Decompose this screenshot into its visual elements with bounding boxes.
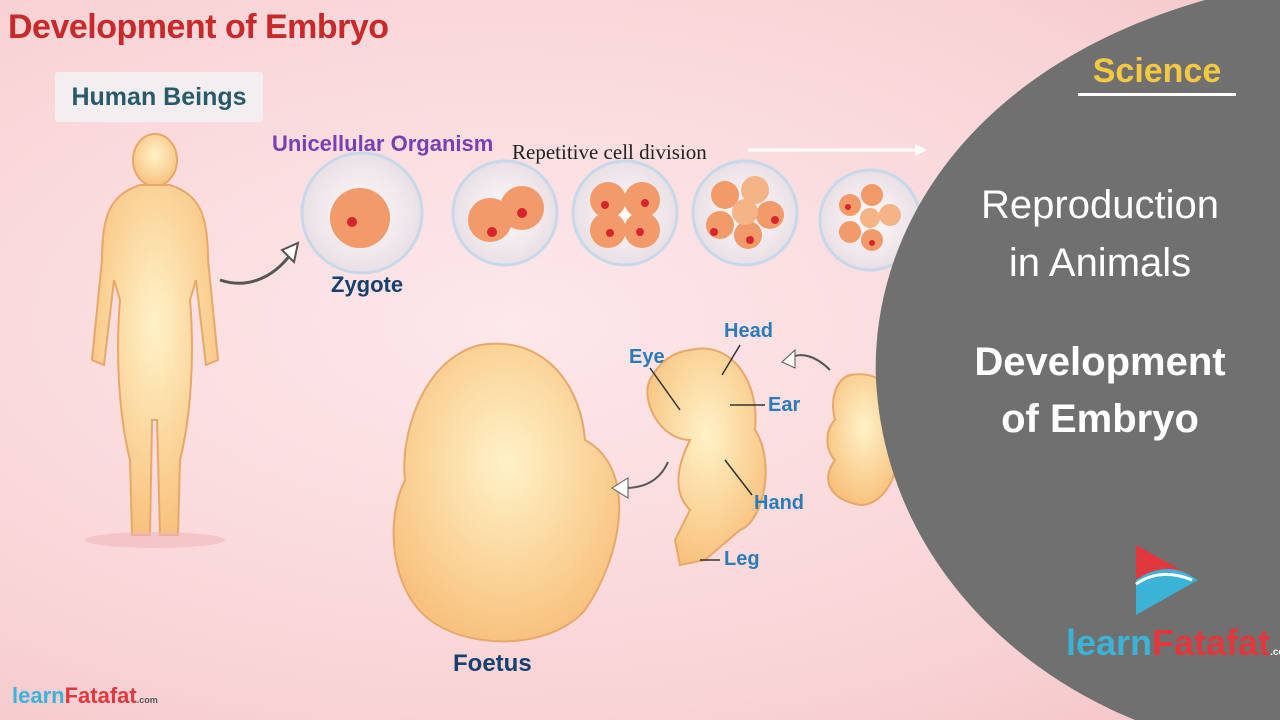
brand-logo: learnFatafat.comTM — [1066, 622, 1280, 664]
eight-cell-stage — [691, 159, 799, 267]
chapter-line1: Reproduction — [981, 183, 1219, 227]
topic-line2: of Embryo — [1001, 397, 1199, 441]
two-cell-stage — [451, 159, 559, 267]
brand-part1: learn — [1066, 622, 1153, 663]
diagram-title: Development of Embryo — [8, 8, 389, 46]
watermark-suffix: .com — [136, 695, 158, 705]
unicellular-organism-label: Unicellular Organism — [272, 131, 494, 156]
arrow-icon — [219, 254, 292, 285]
foetus-label: Foetus — [453, 650, 532, 677]
foetus-illustration — [392, 342, 621, 643]
chapter-title: Reproduction in Animals — [930, 176, 1270, 292]
eye-label: Eye — [629, 346, 665, 368]
ear-label: Ear — [768, 394, 801, 416]
zygote-label: Zygote — [331, 272, 404, 297]
leg-label: Leg — [724, 548, 760, 570]
four-cell-stage — [571, 159, 679, 267]
head-label: Head — [724, 320, 773, 342]
brand-part2: Fatafat — [1152, 622, 1271, 663]
topic-line1: Development — [974, 340, 1226, 384]
watermark-part1: learn — [12, 683, 65, 708]
zygote-cell — [300, 151, 424, 275]
brand-suffix: .com — [1270, 647, 1280, 658]
human-beings-tag: Human Beings — [55, 72, 263, 122]
cell-division-label: Repetitive cell division — [512, 140, 707, 164]
chapter-line2: in Animals — [1008, 241, 1192, 285]
watermark-part2: Fatafat — [64, 683, 137, 708]
human-body-silhouette — [90, 133, 220, 536]
subject-label: Science — [1078, 52, 1236, 96]
logo-play-book-icon — [1135, 545, 1198, 615]
topic-title: Development of Embryo — [930, 334, 1270, 448]
watermark-logo: learnFatafat.com — [12, 683, 158, 709]
hand-label: Hand — [754, 492, 804, 514]
